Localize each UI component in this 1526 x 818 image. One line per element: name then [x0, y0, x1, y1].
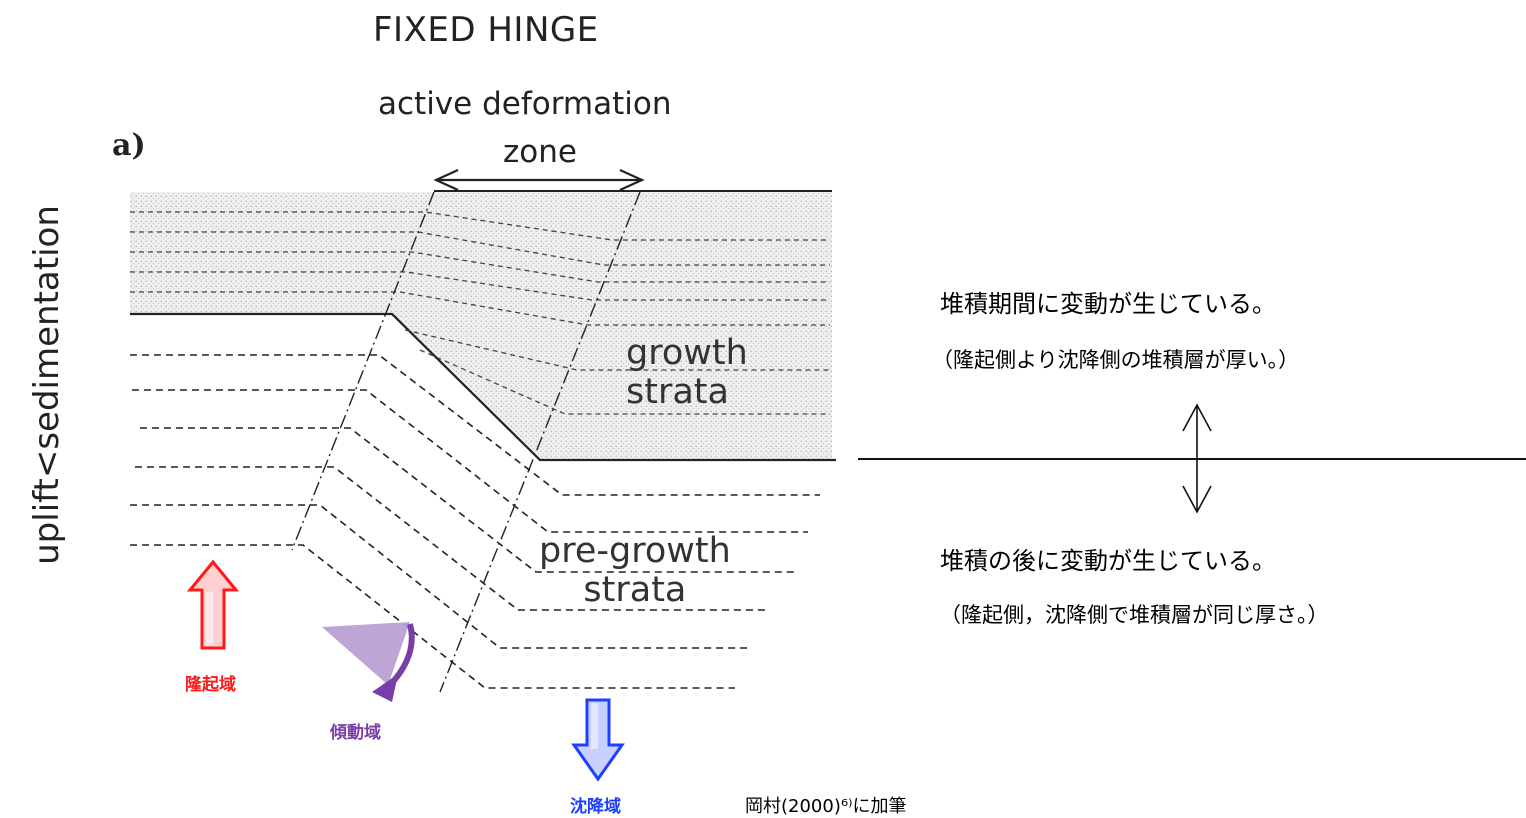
- tilt-sector-icon: [322, 622, 415, 702]
- growth-strata-layers: [130, 211, 830, 415]
- citation: 岡村(2000)⁶⁾に加筆: [745, 796, 907, 817]
- vertical-label-text: uplift<sedimentation: [27, 205, 67, 565]
- vertical-label: uplift<sedimentation: [25, 170, 69, 600]
- uplift-zone-label: 隆起域: [185, 675, 236, 695]
- tilt-zone-label: 傾動域: [330, 723, 381, 743]
- axial-surfaces: [291, 191, 641, 693]
- lower-note-sub: （隆起側，沈降側で堆積層が同じ厚さ。）: [940, 603, 1329, 627]
- subsidence-zone-label: 沈降域: [570, 797, 621, 817]
- pre-growth-label-line2: strata: [583, 570, 687, 610]
- zone-double-arrow: [433, 168, 645, 192]
- pre-growth-label-line1: pre-growth: [539, 531, 731, 571]
- base-growth-strata-line: [130, 312, 836, 462]
- vertical-double-arrow: [1182, 403, 1212, 514]
- pre-growth-strata-layers: [130, 354, 820, 689]
- upper-note-sub: （隆起側より沈降側の堆積層が厚い。）: [932, 348, 1300, 372]
- uplift-arrow-icon: [186, 559, 240, 650]
- upper-note-main: 堆積期間に変動が生じている。: [940, 290, 1276, 318]
- zone-label-line1: active deformation: [378, 86, 672, 122]
- growth-strata-fill: [130, 192, 832, 460]
- growth-strata-label: growth strata: [626, 334, 748, 412]
- subsidence-arrow-icon: [571, 698, 625, 782]
- lower-note-main: 堆積の後に変動が生じている。: [940, 547, 1276, 575]
- growth-label-line2: strata: [626, 372, 729, 412]
- pre-growth-strata-label: pre-growth strata: [539, 532, 731, 610]
- diagram-title: FIXED HINGE: [373, 10, 599, 50]
- growth-label-line1: growth: [626, 333, 748, 373]
- panel-label: a): [112, 128, 146, 163]
- zone-label-line2: zone: [503, 134, 577, 170]
